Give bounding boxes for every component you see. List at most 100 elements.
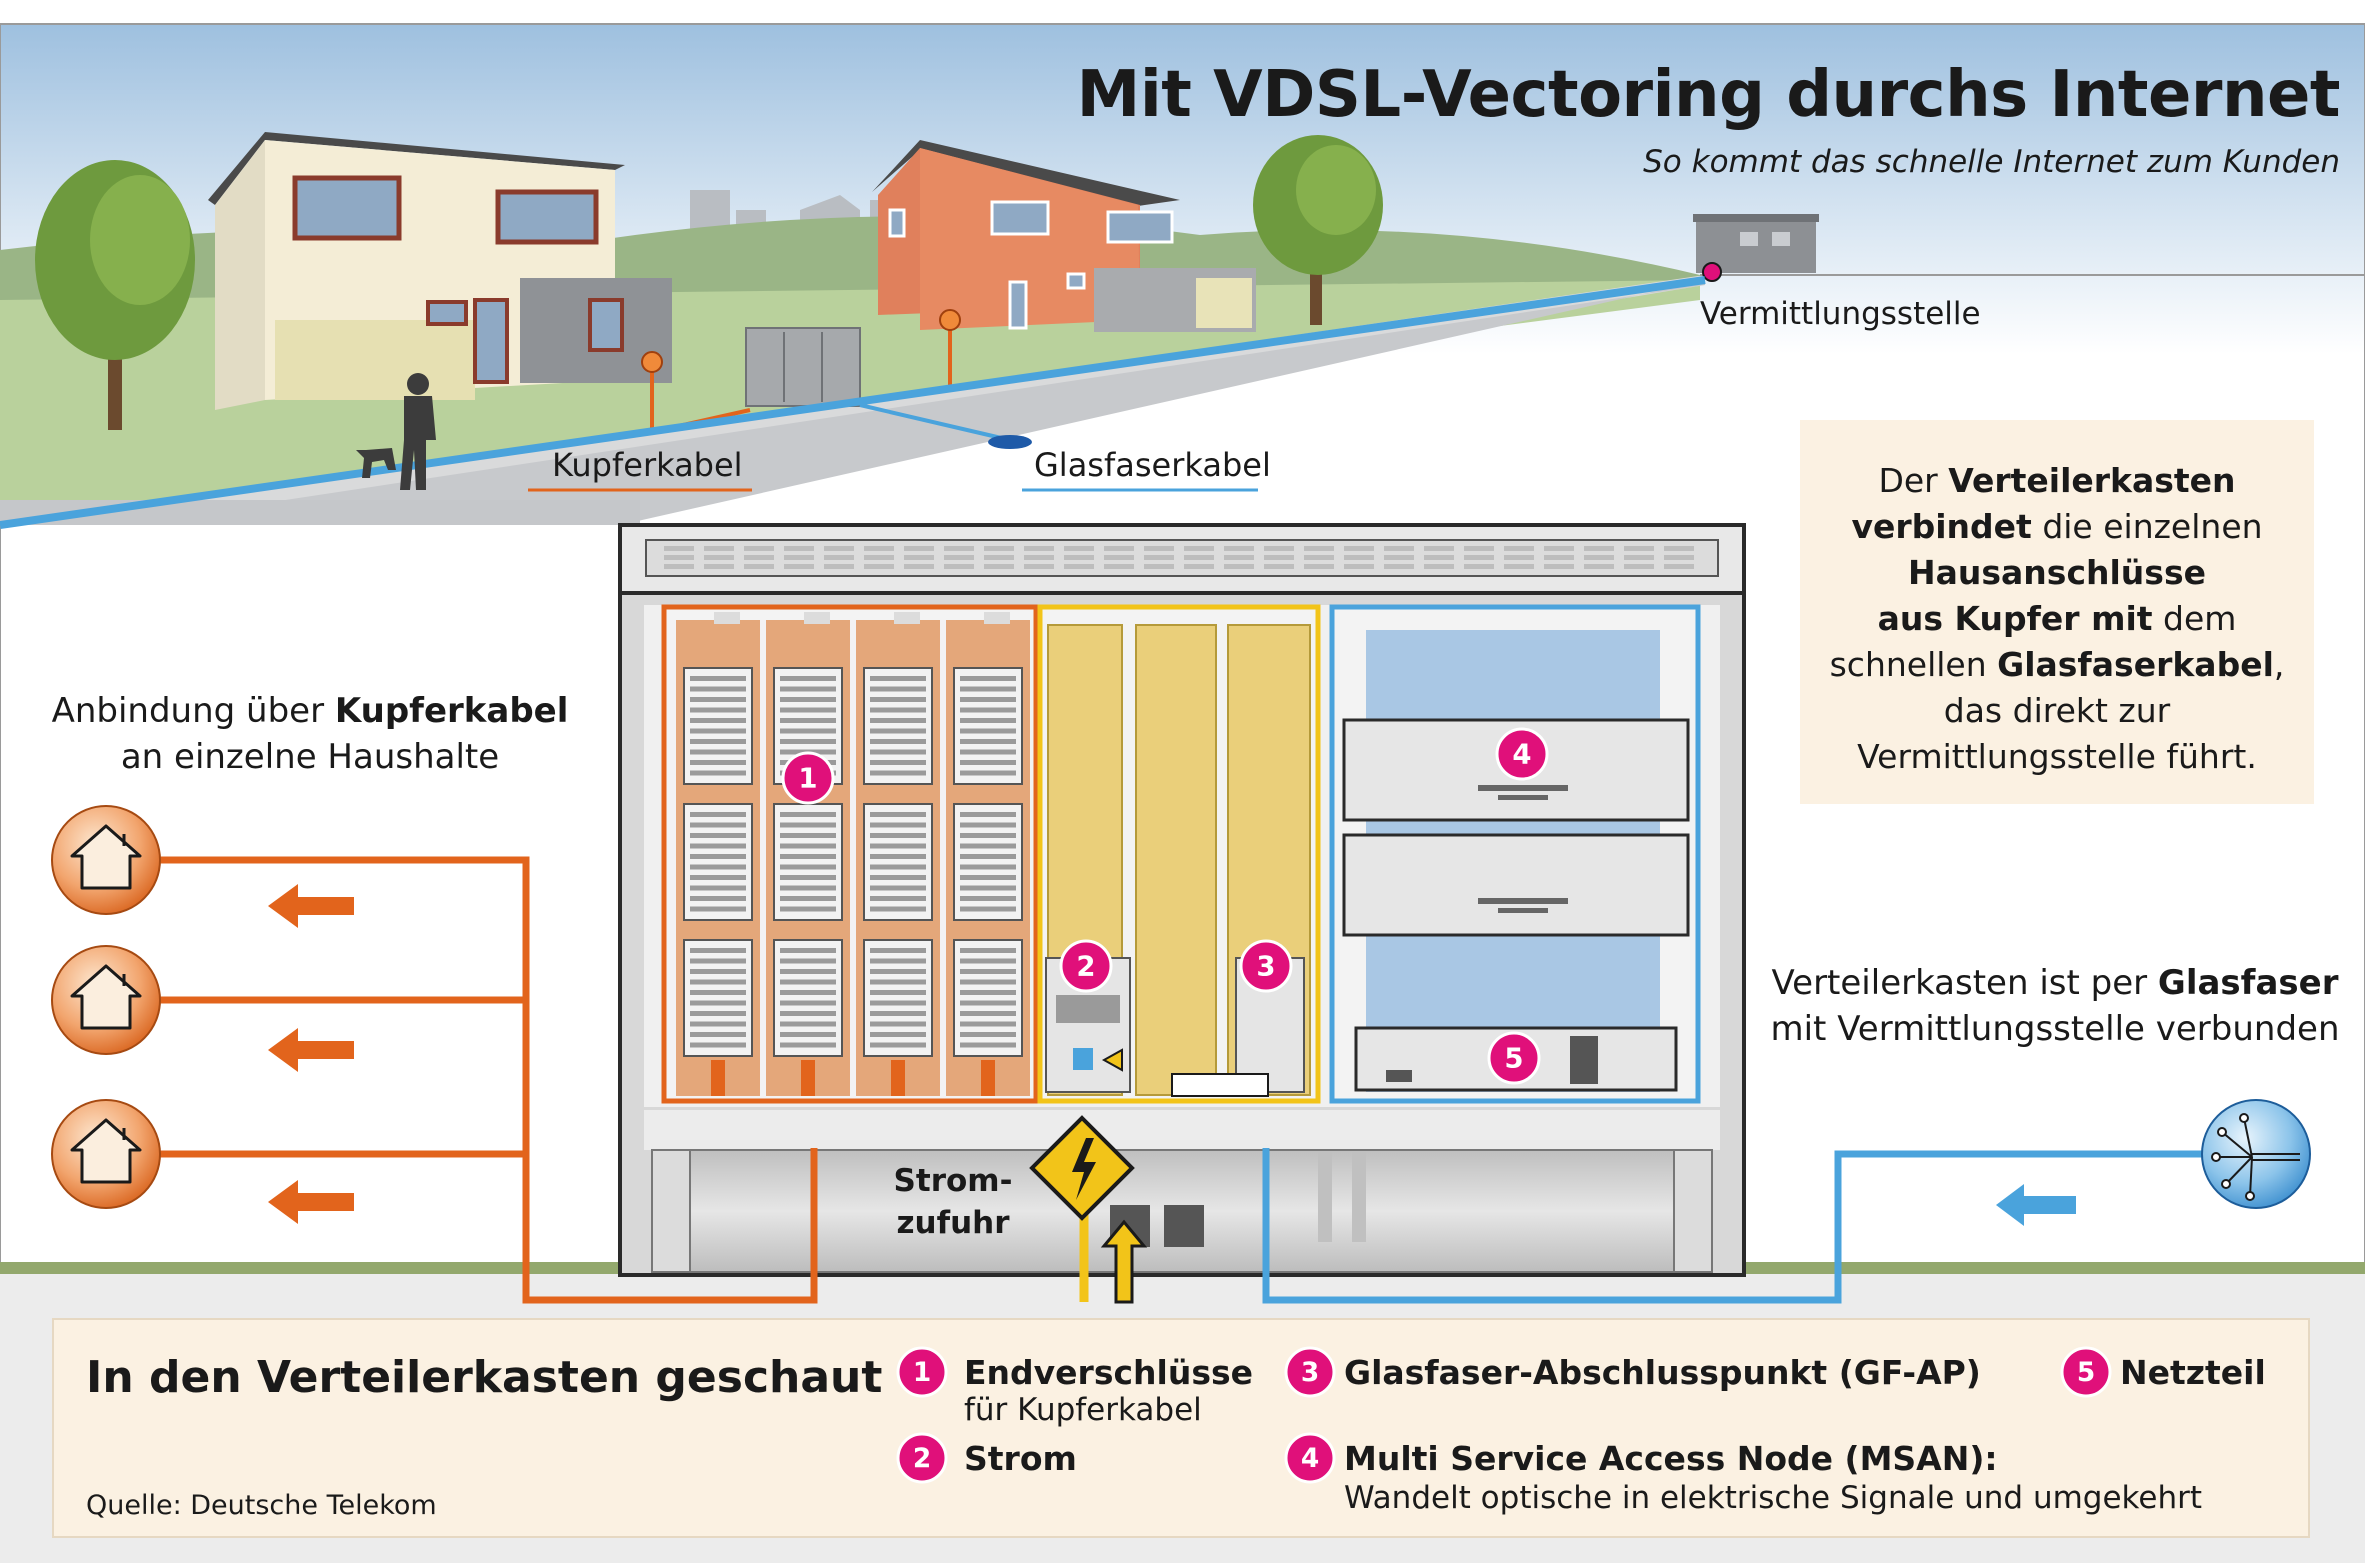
- terminal-slot: [870, 875, 926, 880]
- info-l3: Hausanschlüsse: [1908, 553, 2206, 592]
- label-glasfaserkabel: Glasfaserkabel: [1034, 446, 1271, 484]
- vent-slot: [1304, 564, 1334, 569]
- info-l1b: Verteilerkasten: [1948, 461, 2236, 500]
- terminal-slot: [960, 1042, 1016, 1048]
- terminal-slot: [690, 979, 746, 985]
- terminal-slot: [960, 885, 1016, 891]
- terminal-slot: [690, 864, 746, 870]
- terminal-slot: [870, 854, 926, 859]
- vent-slot: [784, 564, 814, 569]
- terminal-slot: [780, 906, 836, 912]
- terminal-slot: [870, 697, 926, 702]
- terminal-slot: [960, 1011, 1016, 1016]
- terminal-block: [683, 667, 753, 785]
- vent-slot: [1384, 546, 1414, 551]
- street-cabinet-small: [745, 327, 861, 407]
- person-with-dog: [356, 373, 436, 490]
- terminal-block: [953, 803, 1023, 921]
- vent-slot: [1584, 546, 1614, 551]
- marker-5-label: 5: [1504, 1043, 1523, 1075]
- terminal-slot: [690, 896, 746, 901]
- vent-slot: [1424, 546, 1454, 551]
- vent-slot: [784, 555, 814, 560]
- arrow-left-icon-fiber: [1996, 1184, 2076, 1226]
- terminal-slot: [960, 770, 1016, 776]
- terminal-slot: [690, 676, 746, 681]
- info-l2b: die einzelnen: [2031, 507, 2263, 546]
- vent-slot: [1184, 564, 1214, 569]
- terminal-slot: [870, 718, 926, 723]
- terminal-slot: [780, 1032, 836, 1037]
- info-l2a: verbindet: [1851, 507, 2032, 546]
- terminal-slot: [780, 896, 836, 901]
- vent-slot: [1144, 564, 1174, 569]
- vent-slot: [1024, 555, 1054, 560]
- terminal-slot: [960, 979, 1016, 985]
- vent-slot: [1104, 546, 1134, 551]
- source-note: Quelle: Deutsche Telekom: [86, 1490, 437, 1521]
- terminal-slot: [960, 749, 1016, 755]
- terminal-slot: [690, 739, 746, 744]
- vent-slot: [1384, 564, 1414, 569]
- terminal-slot: [960, 854, 1016, 859]
- vent-slot: [984, 564, 1014, 569]
- vent-slot: [1584, 555, 1614, 560]
- label-kupferkabel: Kupferkabel: [552, 446, 743, 484]
- terminal-slot: [960, 906, 1016, 912]
- arrow-up-icon: [1100, 1219, 1148, 1304]
- terminal-slot: [690, 686, 746, 692]
- house-red: [872, 140, 1256, 332]
- terminal-slot: [870, 676, 926, 681]
- vent-slot: [1304, 555, 1334, 560]
- terminal-slot: [780, 1000, 836, 1006]
- terminal-slot: [960, 990, 1016, 995]
- terminal-slot: [870, 833, 926, 838]
- terminal-slot: [780, 1011, 836, 1016]
- terminal-slot: [870, 948, 926, 953]
- vent-slot: [704, 564, 734, 569]
- marker-3-label: 3: [1256, 951, 1275, 983]
- terminal-slot: [780, 822, 836, 828]
- terminal-block: [863, 803, 933, 921]
- terminal-slot: [690, 728, 746, 734]
- terminal-slot: [690, 822, 746, 828]
- vent-slot: [864, 555, 894, 560]
- terminal-slot: [870, 990, 926, 995]
- vent-slot: [904, 555, 934, 560]
- vent-slot: [704, 546, 734, 551]
- vent-slot: [1424, 564, 1454, 569]
- terminal-slot: [780, 875, 836, 880]
- copper-connection-note: Anbindung über Kupferkabel an einzelne H…: [30, 688, 590, 780]
- vent-slot: [1504, 555, 1534, 560]
- glasnote-l2: mit Vermittlungsstelle verbunden: [1770, 1009, 2340, 1049]
- terminal-slot: [870, 1011, 926, 1016]
- terminal-slot: [960, 896, 1016, 901]
- terminal-slot: [780, 843, 836, 849]
- terminal-slot: [690, 1000, 746, 1006]
- info-l5b: Glasfaserkabel: [1997, 645, 2274, 684]
- vent-slot: [1624, 555, 1654, 560]
- vent-slot: [1664, 555, 1694, 560]
- terminal-slot: [870, 1000, 926, 1006]
- vent-slot: [1344, 564, 1374, 569]
- terminal-slot: [780, 1021, 836, 1027]
- vent-slot: [1224, 555, 1254, 560]
- terminal-slot: [870, 1042, 926, 1048]
- vent-slot: [864, 546, 894, 551]
- terminal-slot: [780, 979, 836, 985]
- vent-slot: [1664, 546, 1694, 551]
- tree-right: [1253, 135, 1383, 325]
- marker-1: 1: [781, 751, 835, 805]
- terminal-slot: [690, 1011, 746, 1016]
- terminal-slot: [870, 979, 926, 985]
- terminal-slot: [780, 948, 836, 953]
- terminal-slot: [960, 833, 1016, 838]
- arrow-left-icon: [268, 1180, 354, 1224]
- terminal-slot: [960, 739, 1016, 744]
- terminal-slot: [960, 948, 1016, 953]
- info-l5c: ,: [2273, 645, 2285, 684]
- terminal-slot: [960, 1021, 1016, 1027]
- vent-slot: [904, 546, 934, 551]
- terminal-slot: [690, 770, 746, 776]
- terminal-slot: [780, 739, 836, 744]
